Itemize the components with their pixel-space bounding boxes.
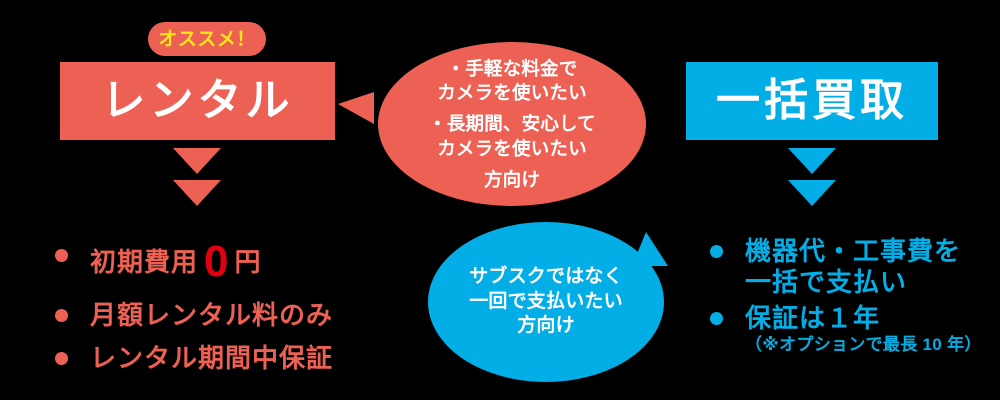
purchase-arrow-down-2 [788,180,836,206]
bubble-line: カメラを使いたい [437,137,587,159]
bullet-dot-icon [55,309,68,322]
initial-cost-amount: 0 [204,237,229,286]
initial-cost-label: 初期費用 [90,247,199,277]
list-item: 機器代・工事費を 一括で支払い [710,236,961,297]
list-item-text: 機器代・工事費を [745,236,962,266]
bubble-line: ・長期間、安心して [428,113,596,135]
list-item-text: 一括で支払い [745,266,908,297]
bullet-dot-icon [55,352,68,365]
bullet-dot-icon [55,249,68,262]
recommended-badge-label: オススメ！ [158,28,256,50]
list-item-text: 月額レンタル料のみ [90,300,334,330]
purchase-arrow-down-1 [788,148,836,174]
initial-cost-unit: 円 [234,247,262,277]
purchase-target-bubble: サブスクではなく 一回で支払いたい 方向け [428,222,664,382]
bullet-dot-icon [710,312,723,325]
bubble-line: サブスクではなく [469,265,623,287]
list-item-note: （※オプションで最長 10 年） [745,334,982,354]
rental-target-bubble: ・手軽な料金で カメラを使いたい ・長期間、安心して カメラを使いたい 方向け [378,42,646,206]
bubble-line: ・手軽な料金で [446,58,578,80]
bullet-dot-icon [710,245,723,258]
purchase-title-box: 一括買取 [686,62,938,140]
list-item: レンタル期間中保証 [55,343,333,374]
purchase-title: 一括買取 [716,76,908,125]
rental-arrow-down-2 [173,180,221,206]
rental-title: レンタル [101,76,294,125]
bubble-line: 方向け [517,315,575,337]
red-bubble-tail-icon [338,92,374,124]
list-item-text: 保証は１年 [745,303,881,333]
bubble-line: 方向け [483,168,541,190]
list-item-text: レンタル期間中保証 [90,343,334,373]
recommended-badge: オススメ！ [148,22,266,56]
bubble-line: カメラを使いたい [437,82,587,104]
list-item: 月額レンタル料のみ [55,300,333,331]
bubble-line: 一回で支払いたい [469,290,623,312]
rental-title-box: レンタル [60,62,335,140]
list-item: 保証は１年 （※オプションで最長 10 年） [710,303,982,355]
rental-arrow-down-1 [173,148,221,174]
